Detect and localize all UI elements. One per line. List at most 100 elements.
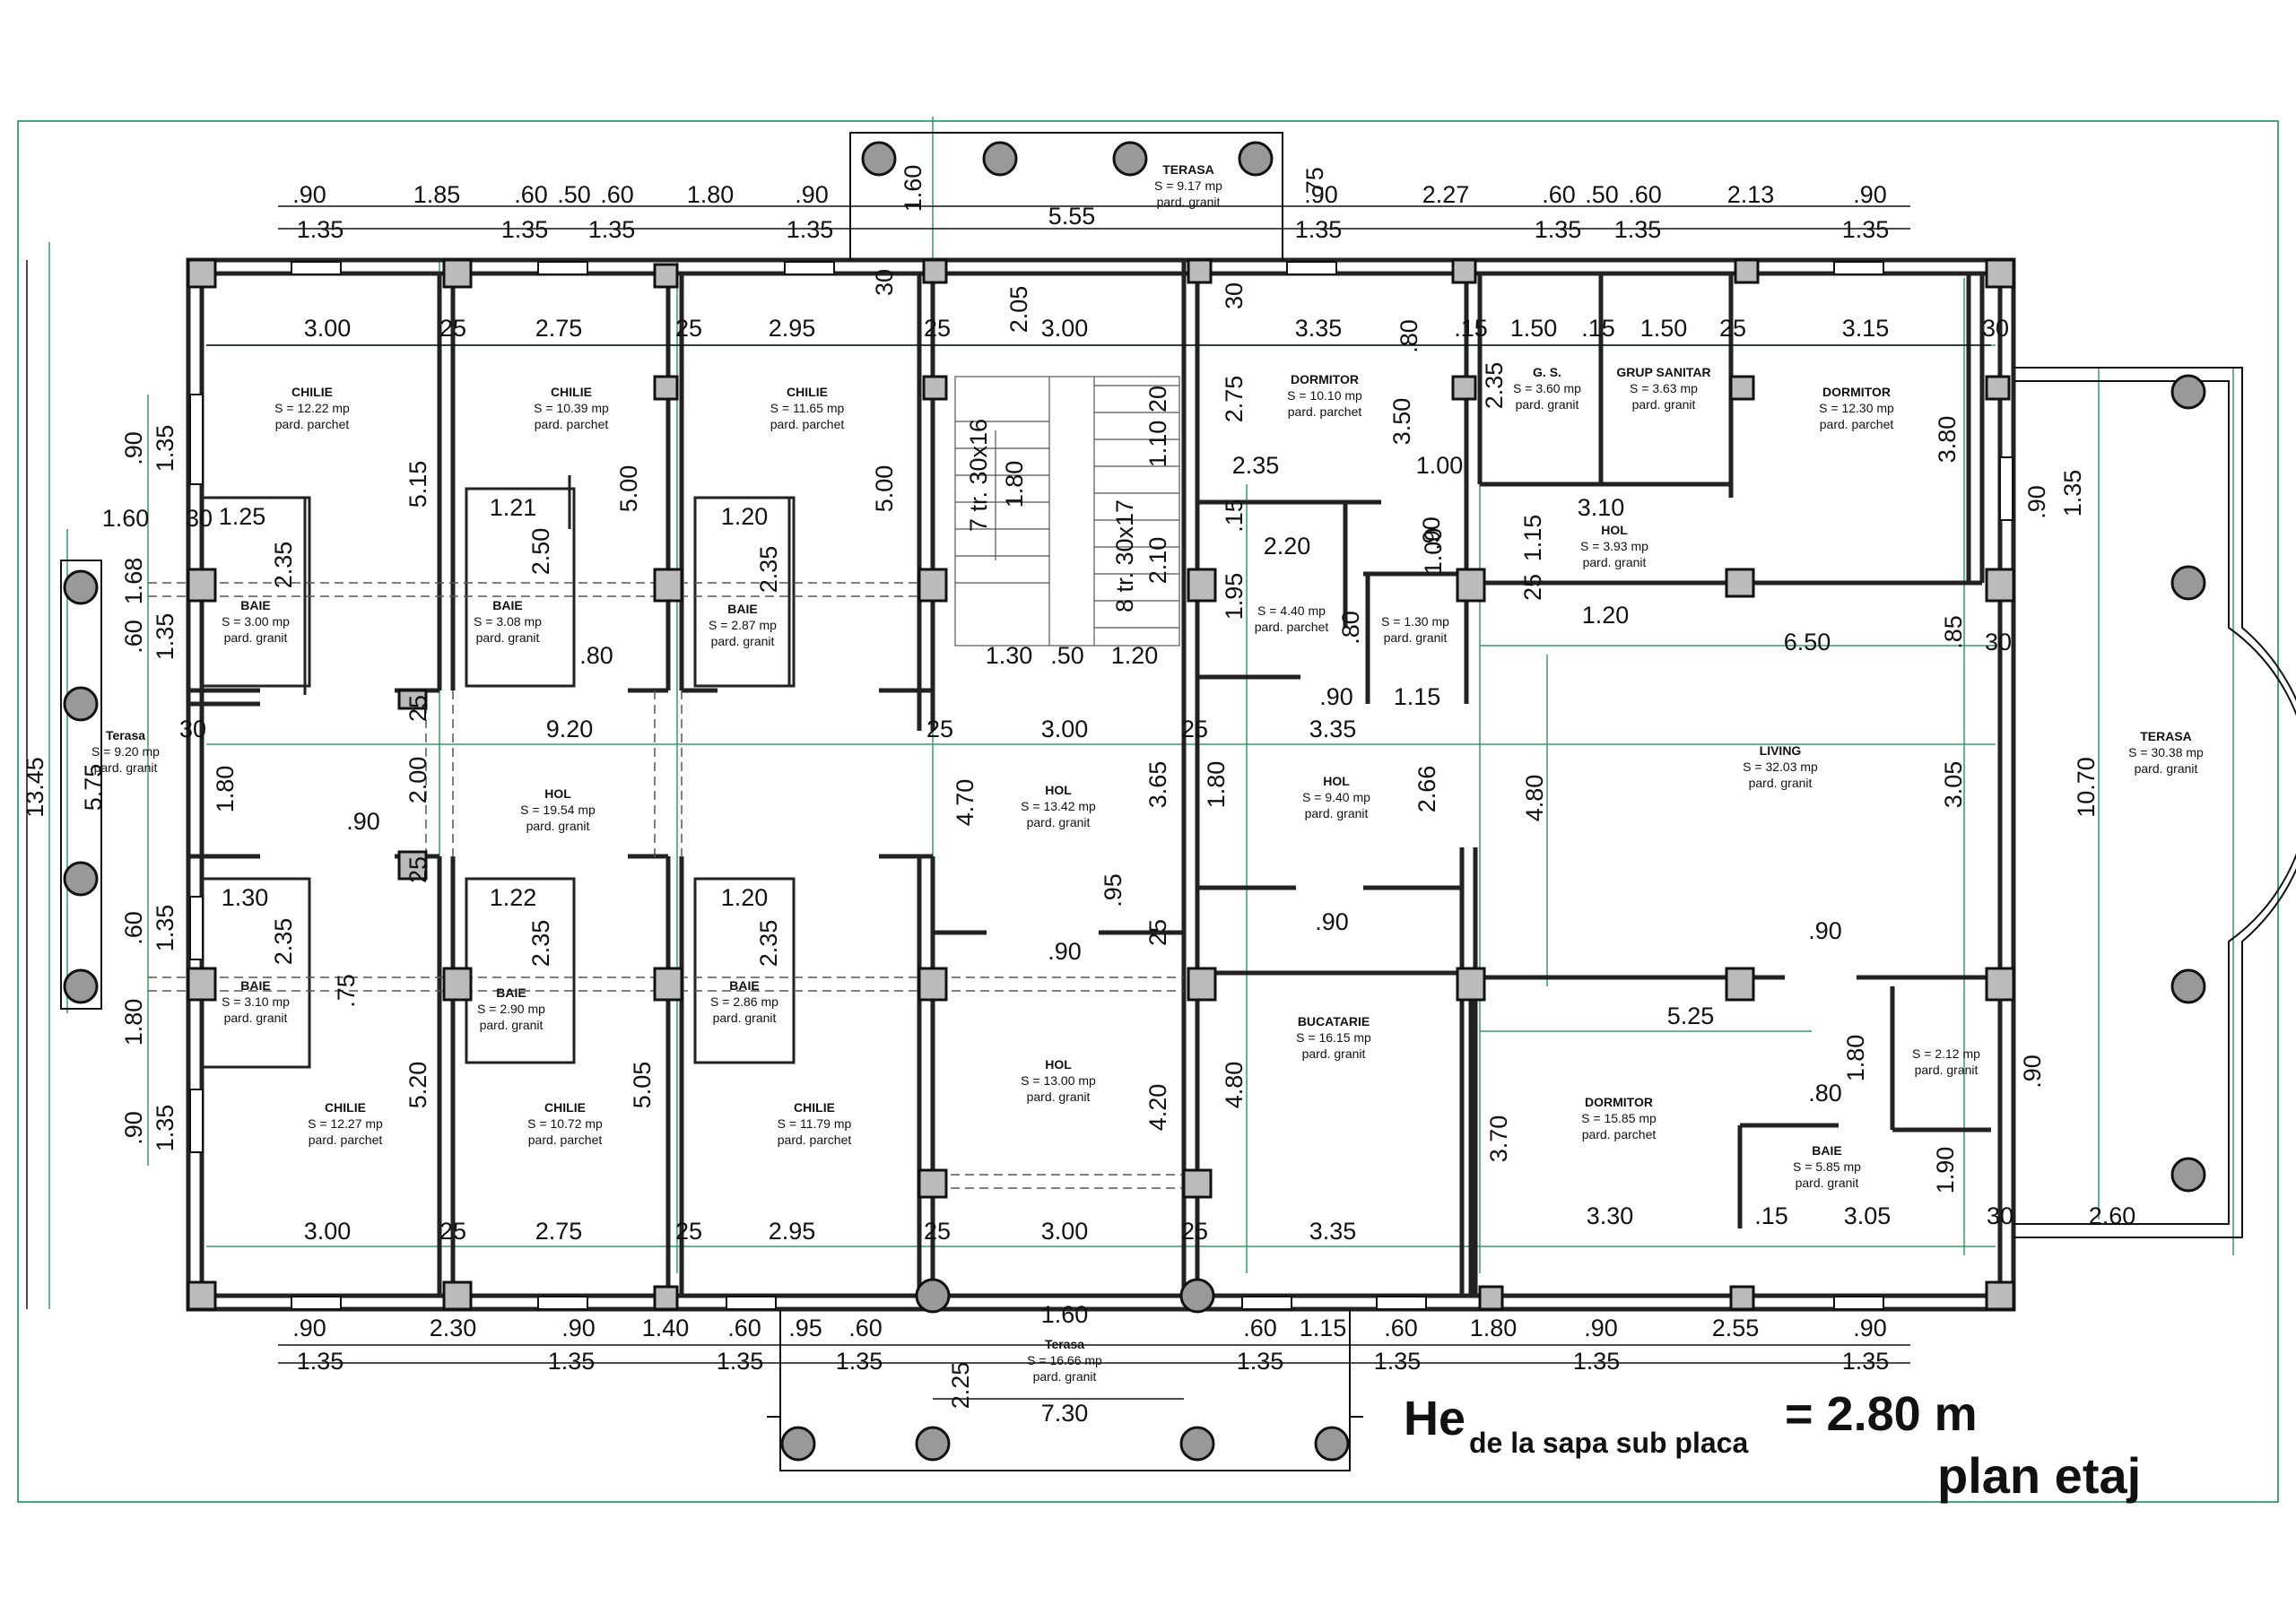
svg-text:3.30: 3.30 <box>1587 1202 1634 1229</box>
svg-text:1.35: 1.35 <box>1614 216 1662 243</box>
svg-text:1.60: 1.60 <box>102 505 150 532</box>
height-note-sub: de la sapa sub placa <box>1469 1427 1748 1459</box>
svg-text:3.15: 3.15 <box>1842 315 1890 342</box>
svg-text:CHILIE: CHILIE <box>551 385 592 399</box>
svg-text:S = 1.30 mp: S = 1.30 mp <box>1381 614 1449 629</box>
svg-text:HOL: HOL <box>1045 783 1072 797</box>
svg-text:13.45: 13.45 <box>22 757 48 818</box>
svg-text:5.00: 5.00 <box>871 465 898 513</box>
svg-text:S = 3.93 mp: S = 3.93 mp <box>1580 539 1648 553</box>
svg-text:20: 20 <box>1144 386 1171 412</box>
svg-text:pard. granit: pard. granit <box>94 760 158 775</box>
svg-text:.60: .60 <box>1628 181 1662 208</box>
svg-text:Terasa: Terasa <box>106 728 145 742</box>
svg-text:S = 3.00 mp: S = 3.00 mp <box>222 614 290 629</box>
svg-text:.85: .85 <box>1940 615 1967 649</box>
svg-text:pard. parchet: pard. parchet <box>1255 620 1329 634</box>
svg-text:3.50: 3.50 <box>1388 398 1415 446</box>
svg-text:.95: .95 <box>1100 873 1126 907</box>
svg-text:.60: .60 <box>727 1315 761 1341</box>
dimension-lines <box>26 205 1991 1400</box>
svg-text:.50: .50 <box>1050 642 1084 669</box>
svg-text:30: 30 <box>1987 1202 2013 1229</box>
svg-text:pard. granit: pard. granit <box>1033 1369 1097 1384</box>
svg-text:Terasa: Terasa <box>1045 1337 1084 1351</box>
svg-text:2.50: 2.50 <box>527 528 554 576</box>
svg-text:1.35: 1.35 <box>717 1348 764 1375</box>
svg-text:1.35: 1.35 <box>588 216 636 243</box>
svg-text:1.15: 1.15 <box>1519 515 1546 562</box>
svg-text:pard. granit: pard. granit <box>711 634 775 648</box>
svg-text:S = 12.27 mp: S = 12.27 mp <box>308 1116 383 1131</box>
svg-text:1.21: 1.21 <box>490 494 537 521</box>
svg-text:S = 3.60 mp: S = 3.60 mp <box>1513 381 1581 395</box>
svg-text:TERASA: TERASA <box>1162 162 1214 177</box>
svg-text:1.80: 1.80 <box>1842 1035 1869 1082</box>
svg-text:pard. parchet: pard. parchet <box>1582 1127 1657 1141</box>
svg-text:30: 30 <box>1985 629 2012 655</box>
svg-text:1.00: 1.00 <box>1420 528 1447 576</box>
svg-text:2.35: 2.35 <box>755 546 782 594</box>
svg-text:1.20: 1.20 <box>1582 602 1630 629</box>
svg-text:1.35: 1.35 <box>2059 470 2086 517</box>
right-terrace-outline <box>2013 367 2296 1238</box>
svg-text:.75: .75 <box>1301 167 1328 201</box>
svg-text:S = 16.66 mp: S = 16.66 mp <box>1027 1353 1102 1367</box>
svg-text:CHILIE: CHILIE <box>794 1100 835 1115</box>
svg-text:5.05: 5.05 <box>629 1062 656 1109</box>
svg-text:.15: .15 <box>1454 315 1488 342</box>
svg-text:S = 9.17 mp: S = 9.17 mp <box>1154 178 1222 193</box>
svg-text:S = 11.79 mp: S = 11.79 mp <box>778 1116 852 1131</box>
svg-text:pard. granit: pard. granit <box>1796 1176 1859 1190</box>
svg-text:pard. granit: pard. granit <box>1915 1063 1979 1077</box>
svg-text:TERASA: TERASA <box>2140 729 2192 743</box>
svg-text:1.35: 1.35 <box>152 905 178 952</box>
svg-text:1.35: 1.35 <box>787 216 834 243</box>
svg-text:1.35: 1.35 <box>297 1348 344 1375</box>
top-terrace-outline <box>849 132 1283 260</box>
svg-text:9.20: 9.20 <box>546 716 594 742</box>
svg-text:S = 3.63 mp: S = 3.63 mp <box>1630 381 1698 395</box>
svg-text:1.35: 1.35 <box>152 1105 178 1152</box>
svg-text:7.30: 7.30 <box>1041 1400 1089 1427</box>
svg-text:3.05: 3.05 <box>1940 761 1967 809</box>
svg-text:1.90: 1.90 <box>1932 1147 1959 1194</box>
svg-text:.90: .90 <box>1315 908 1349 935</box>
svg-text:.90: .90 <box>1853 1315 1887 1341</box>
svg-text:6.50: 6.50 <box>1784 629 1831 655</box>
svg-text:25: 25 <box>675 1218 702 1245</box>
svg-text:.90: .90 <box>795 181 829 208</box>
svg-text:1.68: 1.68 <box>120 558 147 605</box>
svg-text:pard. granit: pard. granit <box>1749 776 1813 790</box>
dimension-labels: .90 1.85 .60 .50 .60 1.80 .90 5.55 .90 2… <box>22 165 2135 1427</box>
svg-text:.90: .90 <box>292 1315 326 1341</box>
svg-text:.60: .60 <box>1384 1315 1418 1341</box>
svg-text:pard. granit: pard. granit <box>224 630 288 645</box>
svg-text:4.20: 4.20 <box>1144 1084 1171 1132</box>
svg-text:.90: .90 <box>1808 917 1842 944</box>
svg-text:BAIE: BAIE <box>727 602 757 616</box>
svg-text:CHILIE: CHILIE <box>787 385 828 399</box>
svg-text:.80: .80 <box>1337 611 1364 645</box>
svg-text:.90: .90 <box>561 1315 596 1341</box>
svg-text:1.35: 1.35 <box>1237 1348 1284 1375</box>
svg-text:pard. parchet: pard. parchet <box>528 1133 603 1147</box>
svg-text:S = 4.40 mp: S = 4.40 mp <box>1257 603 1326 618</box>
svg-text:BAIE: BAIE <box>496 985 526 1000</box>
svg-text:.60: .60 <box>1243 1315 1277 1341</box>
svg-text:1.35: 1.35 <box>1374 1348 1422 1375</box>
svg-text:BAIE: BAIE <box>240 978 270 993</box>
svg-text:2.75: 2.75 <box>535 315 583 342</box>
svg-text:25: 25 <box>1144 919 1171 946</box>
svg-text:S = 3.10 mp: S = 3.10 mp <box>222 994 290 1009</box>
svg-text:1.35: 1.35 <box>1295 216 1343 243</box>
